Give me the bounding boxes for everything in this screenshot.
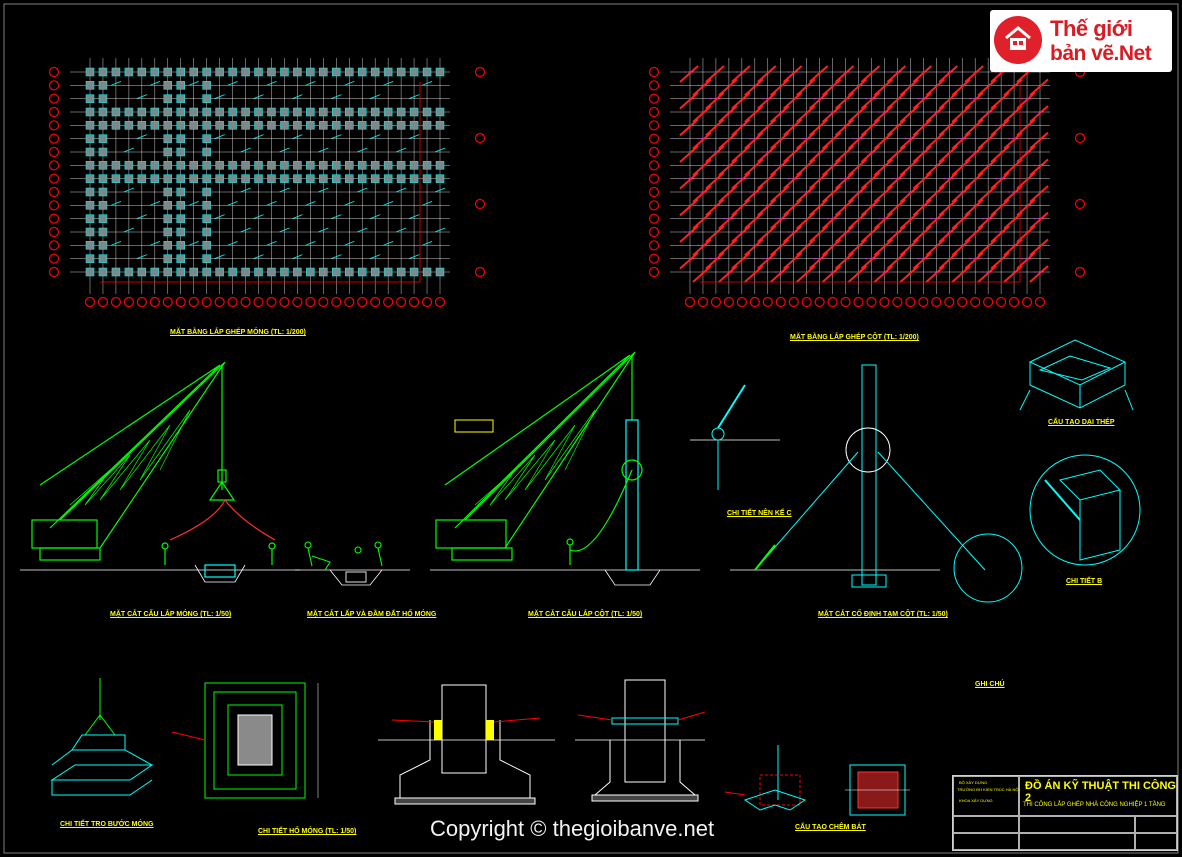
title-block-title-cell (1019, 776, 1177, 816)
copyright-watermark: Copyright © thegioibanve.net (430, 816, 715, 841)
drawing-title: ĐỒ ÁN KỸ THUẬT THI CÔNG 2 (1025, 780, 1176, 804)
wedge-detail-label: CẤU TẠO CHÊM BÁT (795, 824, 866, 831)
detail-c-label: CHI TIẾT NÊN KẾ C (727, 510, 792, 517)
title-block-cell (1019, 816, 1135, 833)
title-block-cell (1135, 816, 1177, 833)
org-line1: BỘ XÂY DỰNG (959, 780, 988, 785)
highlight-box (454, 419, 494, 433)
title-block-org-cell (953, 776, 1019, 816)
logo-text-line2: bản vẽ.Net (1050, 42, 1152, 65)
wedge-detail (724, 745, 910, 816)
foundation-pit-label: CHI TIẾT HỐ MÓNG (TL: 1/50) (258, 828, 357, 835)
temp-fix-section (690, 364, 1023, 603)
crane-column-section (430, 351, 700, 586)
title-block-cell (953, 833, 1019, 850)
foundation-pit-plan (171, 682, 319, 799)
section-fill-label: MẶT CẮT LẤP VÀ ĐẦM ĐẤT HỐ MÓNG (307, 611, 437, 618)
section-foundation-label: MẶT CẮT CẨU LẮP MÓNG (TL: 1/50) (110, 611, 232, 618)
title-block-cell (1019, 833, 1135, 850)
brand-logo: Thế giới bản vẽ.Net (990, 10, 1172, 72)
foundation-plan-label: MẶT BẰNG LẮP GHÉP MÓNG (TL: 1/200) (170, 329, 306, 336)
note-label: GHI CHÚ (975, 681, 1005, 688)
org-line3: KHOA XÂY DỰNG (959, 798, 993, 803)
pit-lift-detail (50, 678, 154, 796)
crane-foundation-section (20, 361, 300, 583)
column-plan-label: MẶT BẰNG LẮP GHÉP CỘT (TL: 1/200) (790, 334, 919, 341)
section-column-label: MẶT CẮT CẨU LẮP CỘT (TL: 1/50) (528, 611, 643, 618)
detail-pit-label: CHI TIẾT TRO BƯỚC MÓNG (60, 821, 154, 828)
fill-compaction-section (295, 541, 410, 586)
title-block-cell (953, 816, 1019, 833)
detail-b-circle (1029, 454, 1141, 566)
foundation-plan (48, 58, 486, 308)
section-temp-fix-label: MẶT CẮT CỐ ĐỊNH TẠM CỘT (TL: 1/50) (818, 611, 948, 618)
steel-frame-detail (1019, 339, 1134, 411)
column-plan (648, 58, 1086, 308)
drawing-subtitle: THI CÔNG LẮP GHÉP NHÀ CÔNG NGHIỆP 1 TẦNG (1023, 802, 1166, 808)
title-block: BỘ XÂY DỰNG TRƯỜNG ĐH KIẾN TRÚC HÀ NỘI K… (952, 775, 1178, 851)
title-block-cell (1135, 833, 1177, 850)
house-icon (1005, 26, 1031, 50)
column-socket-section-1 (378, 684, 555, 805)
logo-text-line1: Thế giới (1050, 16, 1133, 41)
org-line2: TRƯỜNG ĐH KIẾN TRÚC HÀ NỘI (957, 787, 1020, 792)
detail-b-label: CHI TIẾT B (1066, 578, 1103, 585)
column-socket-section-2 (575, 679, 706, 802)
struct-detail-label: CẤU TẠO DẠI THÉP (1048, 419, 1115, 426)
